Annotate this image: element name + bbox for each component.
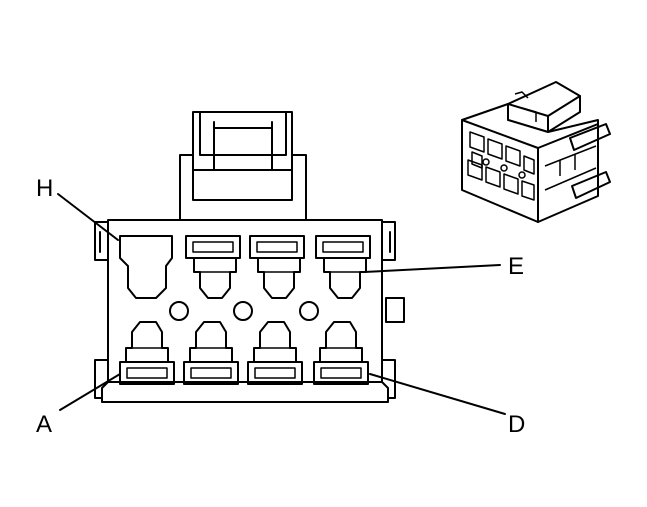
alignment-hole-1: [169, 301, 189, 321]
connector-housing: [101, 219, 389, 403]
callout-h: H: [36, 175, 53, 202]
bottom-terminal-2: [183, 321, 239, 385]
callout-a: A: [36, 411, 52, 438]
leader-line-e: [363, 264, 501, 273]
alignment-hole-2: [233, 301, 253, 321]
bottom-terminal-3: [247, 321, 303, 385]
leader-line-h: [57, 193, 119, 241]
callout-e: E: [508, 253, 524, 280]
bottom-terminal-d: [313, 321, 369, 385]
connector-face: [94, 111, 405, 403]
cavity-h: [119, 235, 173, 299]
alignment-hole-3: [299, 301, 319, 321]
top-terminal-3: [249, 235, 305, 299]
leader-line-a: [59, 373, 121, 411]
right-ear-upper: [381, 221, 396, 261]
connector-isometric-view: [461, 81, 611, 223]
right-key-nub: [385, 297, 405, 323]
leader-line-d: [369, 373, 506, 415]
callout-d: D: [508, 411, 525, 438]
top-terminal-2: [185, 235, 241, 299]
lock-tab: [179, 111, 307, 221]
bottom-terminal-a: [119, 321, 175, 385]
